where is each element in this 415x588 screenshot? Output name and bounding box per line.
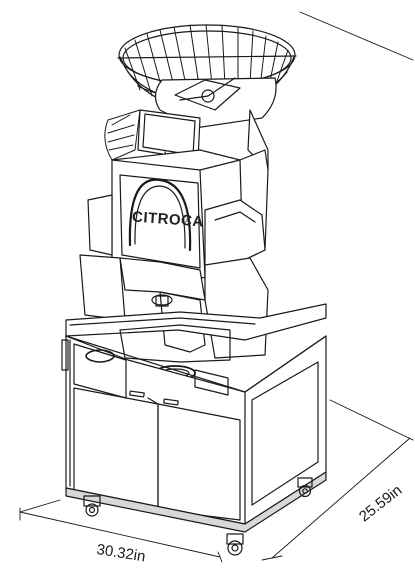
juicing-zone: [79, 254, 269, 359]
cabinet-top: [65, 303, 327, 381]
dimension-lines: [19, 11, 414, 563]
machine-body: [87, 149, 269, 279]
brand-logo-sub: SA: [181, 219, 190, 225]
casters: [83, 477, 313, 556]
caster-front-left: [83, 495, 101, 517]
cabinet: [61, 335, 327, 533]
side-basket: [104, 109, 141, 161]
caster-front-right: [226, 533, 244, 556]
caster-back-right: [297, 477, 313, 498]
